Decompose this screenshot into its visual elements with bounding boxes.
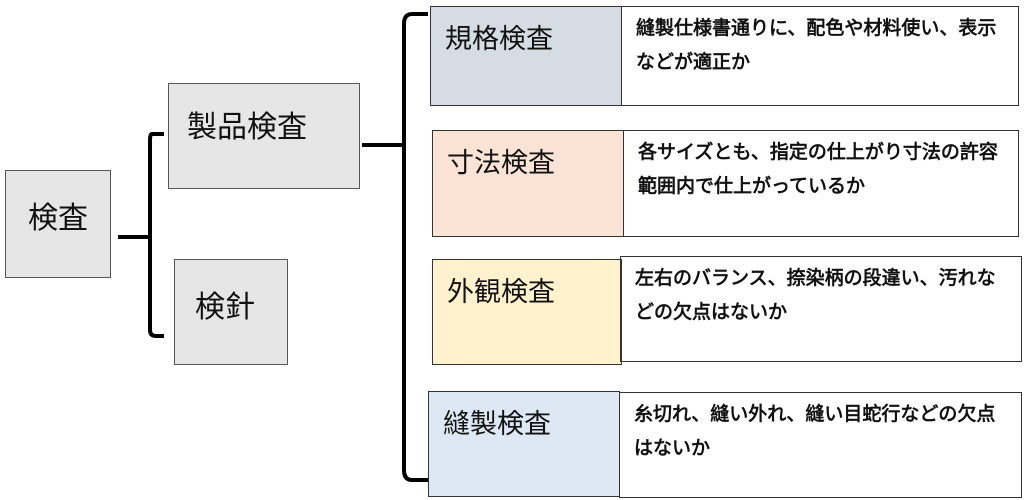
inspection-sewing-label: 縫製検査 bbox=[443, 409, 551, 440]
product-inspection-node: 製品検査 bbox=[168, 83, 360, 189]
inspection-sewing-description: 糸切れ、縫い外れ、縫い目蛇行などの欠点はないか bbox=[619, 392, 1022, 498]
needle-inspection-node: 検針 bbox=[174, 259, 288, 365]
inspection-dimension-description: 各サイズとも、指定の仕上がり寸法の許容範囲内で仕上がっているか bbox=[623, 130, 1019, 237]
inspection-dimension-node: 寸法検査 bbox=[432, 130, 624, 237]
inspection-sewing-node: 縫製検査 bbox=[428, 391, 620, 497]
inspection-appearance-description: 左右のバランス、捺染柄の段違い、汚れなどの欠点はないか bbox=[620, 256, 1022, 362]
inspection-appearance-label: 外観検査 bbox=[447, 277, 555, 308]
bracket-level2 bbox=[148, 132, 164, 338]
product-inspection-label: 製品検査 bbox=[187, 110, 307, 145]
inspection-appearance-node: 外観検査 bbox=[432, 259, 622, 365]
inspection-standard-description: 縫製仕様書通りに、配色や材料使い、表示などが適正か bbox=[621, 6, 1019, 106]
inspection-standard-node: 規格検査 bbox=[430, 6, 622, 106]
root-node: 検査 bbox=[5, 170, 111, 278]
needle-inspection-label: 検針 bbox=[195, 290, 255, 325]
root-label: 検査 bbox=[28, 201, 88, 236]
inspection-dimension-label: 寸法検査 bbox=[447, 148, 555, 179]
bracket-inspections bbox=[402, 12, 428, 482]
inspection-standard-label: 規格検査 bbox=[445, 24, 553, 55]
